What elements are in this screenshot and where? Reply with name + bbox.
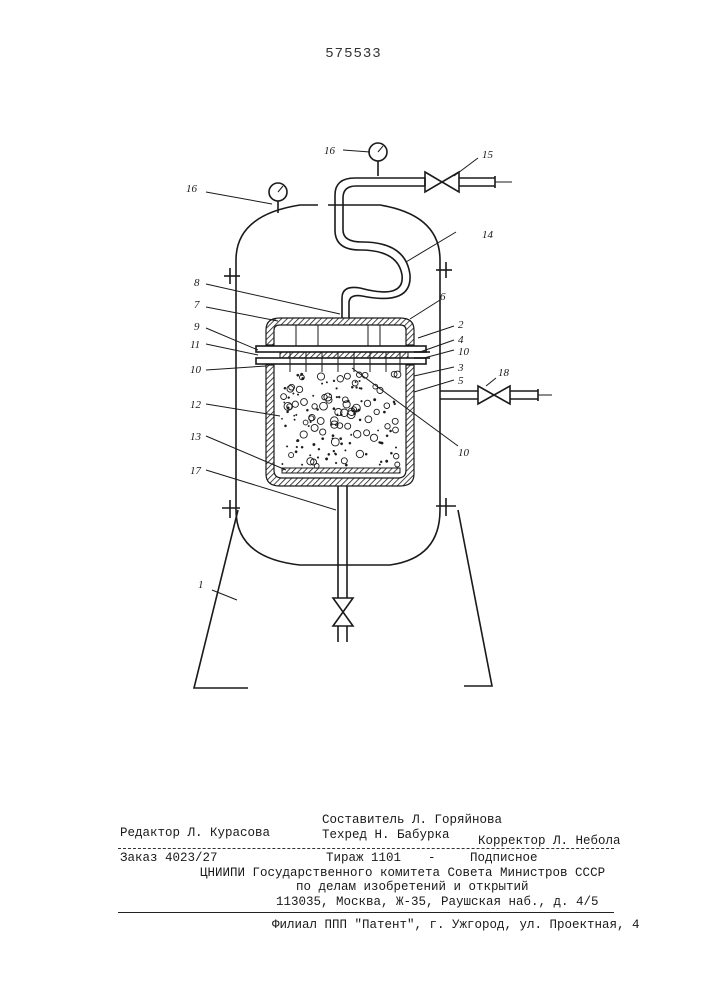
leader-lines bbox=[206, 150, 496, 600]
apparatus-drawing: 1 2 3 4 5 6 7 8 9 10 10 10 11 12 13 14 1… bbox=[0, 0, 707, 720]
side-outlet bbox=[440, 386, 552, 404]
label-grid-a: 10 bbox=[458, 346, 470, 358]
label-seal: 11 bbox=[190, 339, 200, 351]
rule-bottom bbox=[118, 912, 614, 913]
compiler-credit: Составитель Л. Горяйнова bbox=[322, 813, 502, 827]
institute: ЦНИИПИ Государственного комитета Совета … bbox=[200, 866, 605, 880]
subscription: Подписное bbox=[470, 851, 538, 865]
label-gauge-top: 16 bbox=[324, 145, 336, 157]
pressure-gauge-top bbox=[369, 143, 387, 176]
address: 113035, Москва, Ж-35, Раушская наб., д. … bbox=[276, 895, 599, 909]
label-gauge-left: 16 bbox=[186, 183, 198, 195]
granular-filler bbox=[281, 371, 401, 468]
support-base bbox=[194, 510, 492, 688]
techred-credit: Техред Н. Бабурка bbox=[322, 828, 450, 842]
branch: Филиал ППП "Патент", г. Ужгород, ул. Про… bbox=[272, 918, 640, 932]
label-shell: 2 bbox=[458, 319, 464, 331]
label-grid-b: 10 bbox=[190, 364, 202, 376]
label-bottom-grid: 13 bbox=[190, 431, 202, 443]
corrector-credit: Корректор Л. Небола bbox=[478, 834, 621, 848]
affairs: по делам изобретений и открытий bbox=[296, 880, 529, 894]
label-lid-plate: 7 bbox=[194, 299, 200, 311]
label-jacket-wall: 4 bbox=[458, 334, 464, 346]
label-lid: 6 bbox=[440, 291, 446, 303]
label-flange: 9 bbox=[194, 321, 200, 333]
label-valve-top: 15 bbox=[482, 149, 494, 161]
coil-pipe bbox=[335, 178, 425, 318]
order-number: Заказ 4023/27 bbox=[120, 851, 218, 865]
label-annulus: 5 bbox=[458, 375, 464, 387]
valve-top bbox=[425, 172, 512, 192]
label-drain-pipe: 17 bbox=[190, 465, 202, 477]
rule-top bbox=[118, 848, 614, 849]
circulation-dash: - bbox=[428, 851, 436, 865]
inner-cartridge bbox=[256, 318, 430, 486]
label-base: 1 bbox=[198, 579, 204, 591]
label-insulation: 3 bbox=[457, 362, 464, 374]
label-valve-side: 18 bbox=[498, 367, 510, 379]
label-grid-c: 10 bbox=[458, 447, 470, 459]
label-coil: 14 bbox=[482, 229, 494, 241]
drain-pipe bbox=[333, 486, 353, 642]
editor-credit: Редактор Л. Курасова bbox=[120, 826, 270, 840]
label-gas-pipe: 8 bbox=[194, 277, 200, 289]
circulation: Тираж 1101 bbox=[326, 851, 401, 865]
label-filler: 12 bbox=[190, 399, 202, 411]
